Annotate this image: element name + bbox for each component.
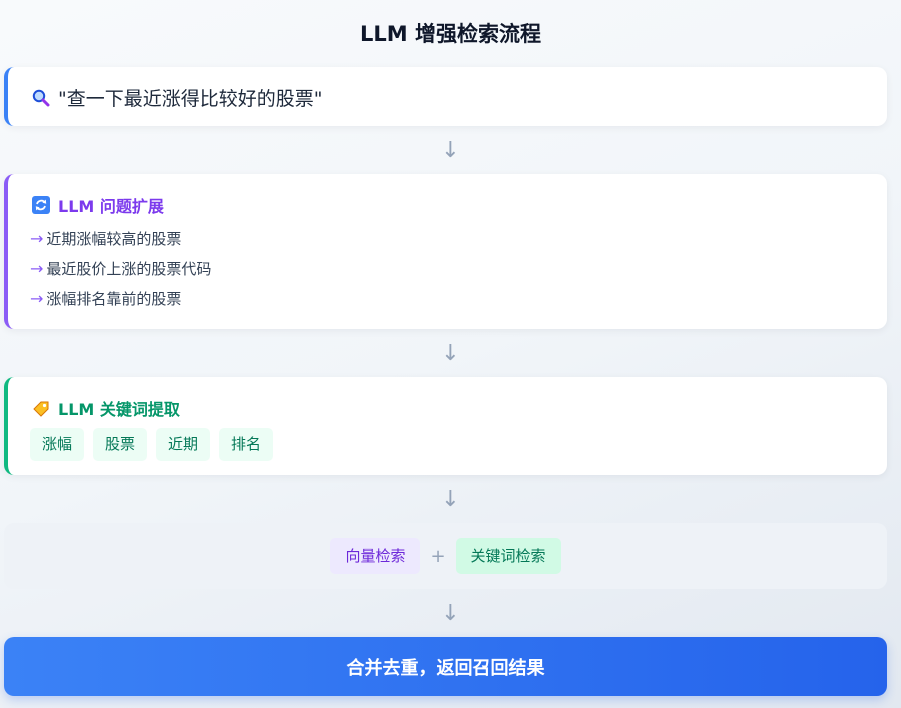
- arrow-right-icon: →: [30, 259, 44, 278]
- expansion-heading: LLM 问题扩展: [58, 197, 164, 216]
- expansion-card: LLM 问题扩展 → 近期涨幅较高的股票 → 最近股价上涨的股票代码 → 涨幅排…: [4, 174, 887, 329]
- keyword-tag: 股票: [93, 428, 148, 461]
- keyword-tag: 近期: [156, 428, 211, 461]
- flow-arrow: ↓: [441, 341, 460, 366]
- refresh-icon: [32, 196, 50, 214]
- keyword-tag: 排名: [219, 428, 274, 461]
- vector-search-pill: 向量检索: [330, 538, 421, 574]
- keyword-tag: 涨幅: [30, 428, 85, 461]
- result-label: 合并去重，返回召回结果: [346, 657, 545, 679]
- query-card: "查一下最近涨得比较好的股票": [4, 67, 887, 126]
- result-bar: 合并去重，返回召回结果: [4, 637, 887, 696]
- tag-icon: [32, 399, 50, 417]
- list-item: → 最近股价上涨的股票代码: [30, 259, 212, 278]
- flow-arrow: ↓: [441, 601, 460, 626]
- arrow-right-icon: →: [30, 229, 44, 248]
- flow-arrow: ↓: [441, 487, 460, 512]
- keywords-heading: LLM 关键词提取: [58, 400, 180, 419]
- diagram-title: LLM 增强检索流程: [360, 22, 541, 46]
- keyword-tags: 涨幅 股票 近期 排名: [30, 428, 274, 461]
- search-combine-box: 向量检索 + 关键词检索: [4, 523, 887, 589]
- expansion-list: → 近期涨幅较高的股票 → 最近股价上涨的股票代码 → 涨幅排名靠前的股票: [30, 229, 211, 319]
- list-item: → 涨幅排名靠前的股票: [30, 289, 182, 308]
- query-text: "查一下最近涨得比较好的股票": [58, 88, 323, 110]
- magnifier-icon: [32, 89, 50, 107]
- keyword-search-pill: 关键词检索: [455, 538, 561, 574]
- flow-arrow: ↓: [441, 138, 460, 163]
- arrow-right-icon: →: [30, 289, 44, 308]
- plus-sign: +: [430, 545, 446, 567]
- list-item: → 近期涨幅较高的股票: [30, 229, 182, 248]
- keywords-card: LLM 关键词提取 涨幅 股票 近期 排名: [4, 377, 887, 475]
